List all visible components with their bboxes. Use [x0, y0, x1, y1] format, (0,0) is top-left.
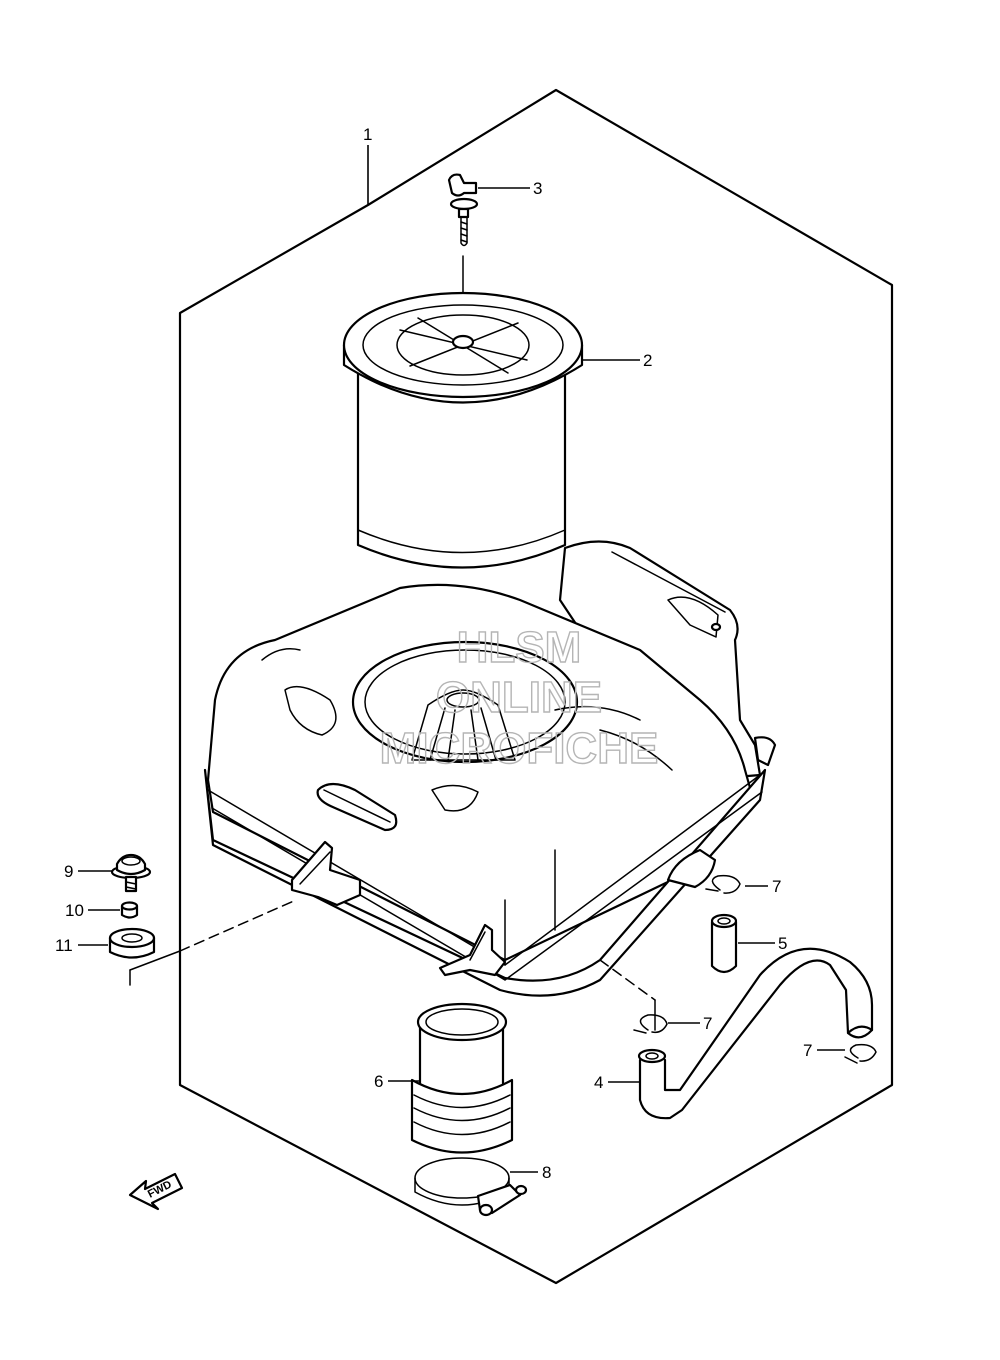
callout-9: 9: [64, 862, 73, 881]
fwd-arrow: FWD: [128, 1172, 184, 1211]
short-hose-part: [710, 913, 738, 974]
band-clamp-part: [414, 1157, 528, 1217]
bolt-part: [110, 853, 152, 893]
callout-numbers: 1 3 2 7 5 7 7 4 6 8 9 10 11: [55, 125, 812, 1182]
callout-3: 3: [533, 179, 542, 198]
callout-6: 6: [374, 1072, 383, 1091]
air-filter-element: [342, 291, 584, 569]
bent-hose-part: [637, 947, 874, 1120]
assembly-outline: [178, 88, 894, 1285]
clip-ring-middle: [633, 1014, 668, 1034]
watermark-line3: MICROFICHE: [380, 724, 659, 773]
collar-part: [120, 901, 139, 919]
intake-joint-boot: [410, 1002, 514, 1154]
air-cleaner-case: [129, 540, 777, 1031]
callout-7-middle: 7: [703, 1014, 712, 1033]
clip-ring-lower: [844, 1043, 877, 1064]
leader-lines: [78, 145, 845, 1173]
callout-7-upper: 7: [772, 877, 781, 896]
callout-10: 10: [65, 901, 84, 920]
watermark-line1: HLSM: [457, 623, 582, 672]
callout-5: 5: [778, 934, 787, 953]
callout-11: 11: [55, 936, 73, 955]
callout-4: 4: [594, 1073, 603, 1092]
grommet-part: [108, 927, 156, 959]
callout-8: 8: [542, 1163, 551, 1182]
callout-7-lower: 7: [803, 1041, 812, 1060]
callout-1: 1: [363, 125, 372, 144]
clip-ring-upper: [705, 874, 741, 894]
watermark: HLSM ONLINE MICROFICHE: [379, 622, 659, 773]
callout-2: 2: [643, 351, 652, 370]
watermark-line2: ONLINE: [436, 673, 602, 722]
